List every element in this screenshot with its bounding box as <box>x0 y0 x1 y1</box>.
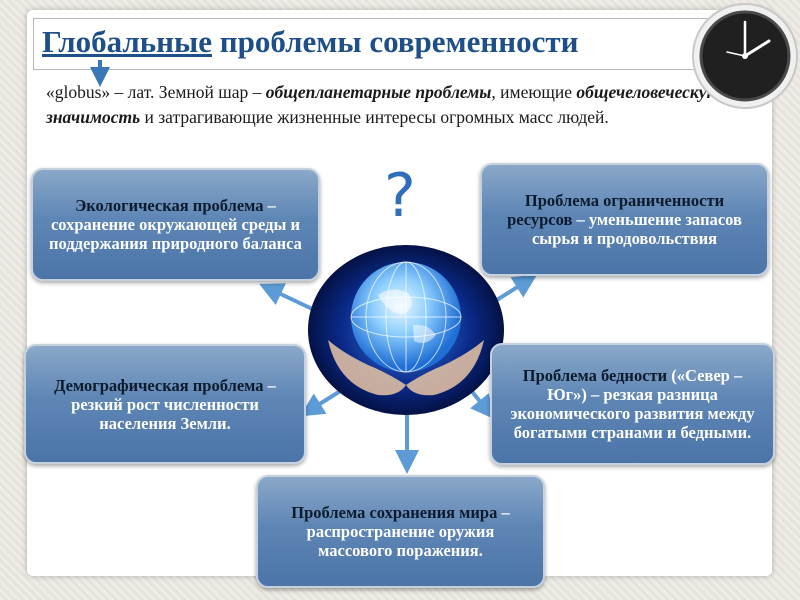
resources-desc: – уменьшение запасов сырья и продовольст… <box>531 210 742 248</box>
title-frame <box>33 18 728 70</box>
intro-bold-1: общепланетарные проблемы <box>265 82 492 102</box>
peace-problem-box: Проблема сохранения мира – распространен… <box>256 475 545 588</box>
question-mark: ? <box>384 161 416 231</box>
intro-part-2: , имеющие <box>491 82 577 102</box>
resources-problem-box: Проблема ограниченности ресурсов – умень… <box>480 163 769 276</box>
title-underlined-word: Глобальные <box>42 24 213 59</box>
title-rest: проблемы современности <box>212 24 579 59</box>
demography-desc: – резкий рост численности населения Земл… <box>71 375 276 433</box>
resources-title: Проблема ограниченности ресурсов <box>507 191 725 229</box>
ecology-problem-box: Экологическая проблема – сохранение окру… <box>31 168 320 281</box>
peace-desc: – распространение оружия массового пораж… <box>306 503 510 560</box>
clock-icon <box>692 3 798 109</box>
globe-in-hands-image <box>308 245 504 415</box>
poverty-title: Проблема бедности <box>522 366 668 385</box>
demography-title: Демографическая проблема <box>54 375 264 395</box>
ecology-desc: – сохранение окружающей среды и поддержа… <box>49 196 302 253</box>
poverty-problem-box: Проблема бедности («Север – Юг») – резка… <box>490 343 775 465</box>
intro-text: «globus» – лат. Земной шар – общепланета… <box>46 80 726 130</box>
intro-part-3: и затрагивающие жизненные интересы огром… <box>140 107 609 127</box>
intro-part-1: «globus» – лат. Земной шар – <box>46 82 266 102</box>
ecology-title: Экологическая проблема <box>75 196 264 215</box>
page-title: Глобальные проблемы современности <box>42 24 579 60</box>
demography-problem-box: Демографическая проблема – резкий рост ч… <box>24 344 306 464</box>
poverty-desc: («Север – Юг») – резкая разница экономич… <box>510 366 755 442</box>
peace-title: Проблема сохранения мира <box>291 503 498 522</box>
intro-bold-2: общечеловеческую значимость <box>46 82 720 127</box>
